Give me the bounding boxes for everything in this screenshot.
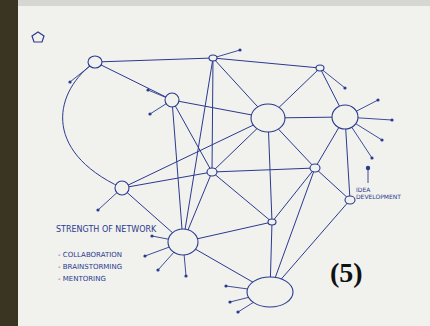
- spoke-dot: [68, 80, 71, 83]
- spoke-dot: [156, 268, 159, 271]
- spoke-dot: [370, 156, 373, 159]
- legend-item: - BRAINSTORMING: [58, 264, 122, 272]
- network-circle: [332, 105, 358, 129]
- spoke-lines: [70, 50, 392, 312]
- spoke-dot: [376, 98, 379, 101]
- network-circle: [251, 104, 285, 132]
- network-circle: [165, 93, 179, 107]
- spoke-dot: [146, 88, 149, 91]
- network-circle: [209, 55, 217, 61]
- spoke-dot: [236, 310, 239, 313]
- network-circle: [207, 168, 217, 176]
- legend-item: - MENTORING: [58, 276, 106, 284]
- spoke-dot: [238, 48, 241, 51]
- network-circle: [168, 229, 198, 255]
- spoke-dot: [390, 118, 393, 121]
- network-circle: [345, 196, 355, 204]
- network-circle: [115, 181, 129, 195]
- spoke-dots: [68, 48, 393, 313]
- sheet-top-shadow: [18, 0, 430, 6]
- spoke-dot: [380, 138, 383, 141]
- network-circle: [88, 56, 102, 68]
- spoke-dot: [228, 300, 231, 303]
- network-circles: [88, 55, 358, 307]
- network-circle: [316, 65, 324, 71]
- legend-item: - COLLABORATION: [58, 252, 122, 260]
- network-circle: [247, 277, 293, 307]
- spoke-dot: [366, 166, 370, 170]
- spoke-dot: [96, 208, 99, 211]
- spoke-dot: [224, 284, 227, 287]
- spoke-dot: [148, 112, 151, 115]
- spoke-dot: [184, 274, 187, 277]
- flip-chart-sheet: [18, 0, 430, 326]
- note-label: IDEA DEVELOPMENT: [356, 187, 400, 200]
- corner-doodle: [32, 32, 44, 42]
- legend-heading: STRENGTH OF NETWORK: [56, 226, 156, 235]
- network-circle: [310, 164, 320, 172]
- spoke-dot: [150, 234, 153, 237]
- spoke-dot: [343, 86, 346, 89]
- spoke-dot: [143, 254, 146, 257]
- slide-number: (5): [330, 258, 363, 289]
- network-circle: [268, 219, 276, 225]
